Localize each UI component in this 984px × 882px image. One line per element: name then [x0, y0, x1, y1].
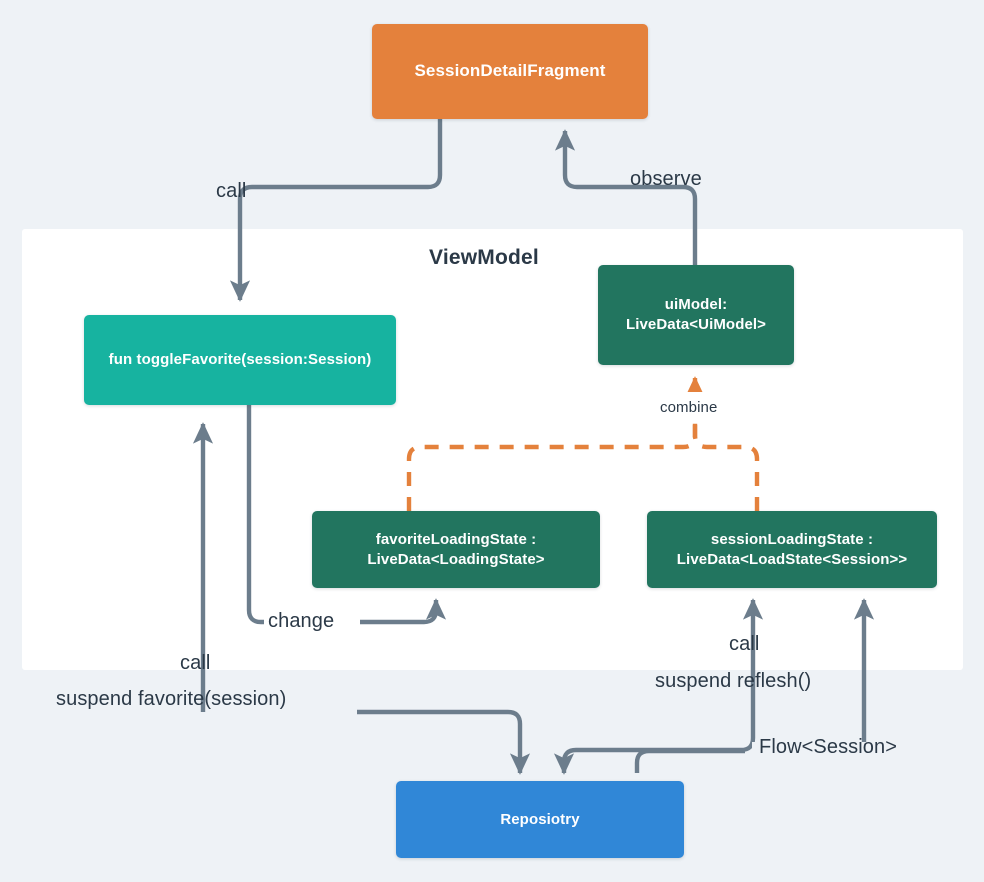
edge-label-flow-session: Flow<Session>	[759, 736, 898, 758]
edge-label-suspend-reflesh: suspend reflesh()	[655, 670, 812, 692]
node-session-detail-fragment-label: SessionDetailFragment	[414, 61, 606, 81]
node-ui-model-label: uiModel: LiveData<UiModel>	[625, 296, 767, 333]
viewmodel-title: ViewModel	[429, 246, 539, 269]
viewmodel-container	[22, 229, 963, 670]
edge-label-call-to-togglefavorite: call	[180, 652, 211, 674]
node-session-loading-state[interactable]: sessionLoadingState : LiveData<LoadState…	[647, 511, 937, 588]
edge-observe-uimodel-to-fragment	[554, 129, 698, 265]
node-repository[interactable]: Reposiotry	[396, 781, 684, 858]
edge-label-call-to-sessionloadingstate: call	[729, 633, 760, 655]
edge-label-combine: combine	[660, 399, 718, 416]
node-favorite-loading-state[interactable]: favoriteLoadingState : LiveData<LoadingS…	[312, 511, 600, 588]
node-toggle-favorite-label: fun toggleFavorite(session:Session)	[108, 351, 372, 369]
edge-combine-session-to-uimodel	[692, 420, 760, 511]
edge-combine-favorite-to-uimodel	[406, 376, 706, 511]
node-favorite-loading-state-label: favoriteLoadingState : LiveData<LoadingS…	[367, 530, 545, 568]
edge-label-change: change	[268, 610, 335, 632]
node-toggle-favorite[interactable]: fun toggleFavorite(session:Session)	[84, 315, 396, 405]
node-session-detail-fragment[interactable]: SessionDetailFragment	[372, 24, 648, 119]
edge-label-observe: observe	[630, 168, 702, 190]
node-repository-label: Reposiotry	[500, 810, 580, 828]
node-session-loading-state-label: sessionLoadingState : LiveData<LoadState…	[676, 530, 908, 568]
edge-call-fragment-to-togglefavorite	[229, 119, 443, 302]
edge-flow-repository-to-sessionstate	[634, 748, 745, 773]
edge-label-call-fragment-to-togglefavorite: call	[216, 180, 247, 202]
node-ui-model[interactable]: uiModel: LiveData<UiModel>	[598, 265, 794, 365]
edge-label-suspend-favorite-session: suspend favorite(session)	[56, 688, 287, 710]
edge-suspend-favorite-to-repository	[357, 709, 531, 775]
